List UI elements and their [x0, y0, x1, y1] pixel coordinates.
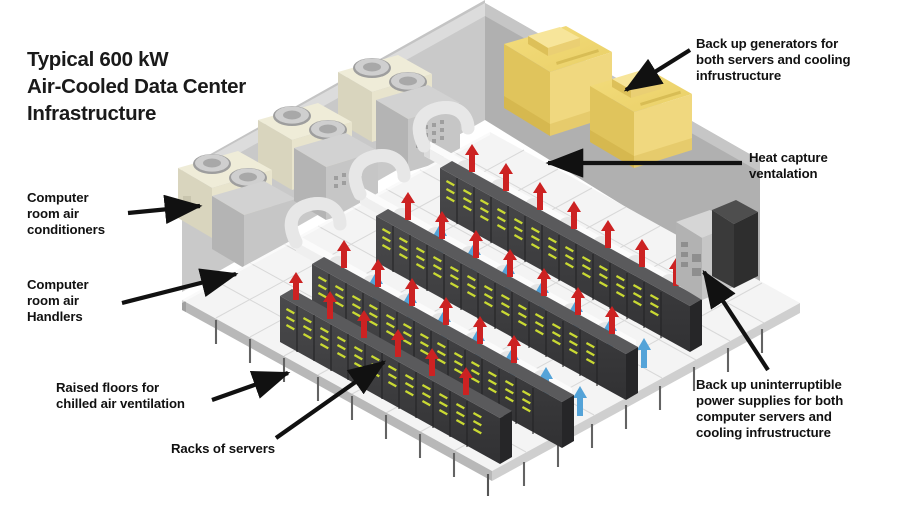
hot-air-arrows — [337, 240, 521, 363]
arrow-floor — [211, 370, 291, 402]
hot-air-arrows — [401, 192, 619, 334]
label-backup-ups: Back up uninterruptible power supplies f… — [696, 377, 844, 441]
label-backup-generators: Back up generators for both servers and … — [696, 36, 851, 84]
server-row — [412, 101, 702, 352]
page-title: Typical 600 kW Air-Cooled Data Center In… — [27, 48, 246, 126]
arrow-generators — [623, 48, 692, 92]
floor-pedestals — [214, 320, 764, 486]
label-computer-room-air-conditioners: Computer room air conditioners — [27, 190, 105, 238]
server-row — [280, 272, 512, 464]
label-raised-floors: Raised floors for chilled air ventilatio… — [56, 380, 185, 412]
arrow-crah — [121, 268, 239, 306]
hot-air-arrows — [289, 272, 473, 395]
arrow-crac — [127, 194, 203, 225]
arrow-ups — [702, 269, 770, 372]
label-computer-room-air-handlers: Computer room air Handlers — [27, 277, 89, 325]
label-heat-capture-ventilation: Heat capture ventalation — [749, 150, 828, 182]
leader-lines — [121, 48, 770, 440]
label-racks-of-servers: Racks of servers — [171, 441, 275, 456]
server-row — [348, 149, 651, 400]
hot-air-arrows — [465, 144, 683, 286]
generator-unit — [504, 26, 612, 136]
arrow-racks — [274, 360, 387, 440]
computer-room-air-conditioners — [178, 55, 460, 268]
server-row — [284, 197, 587, 448]
backup-generators — [504, 26, 692, 168]
